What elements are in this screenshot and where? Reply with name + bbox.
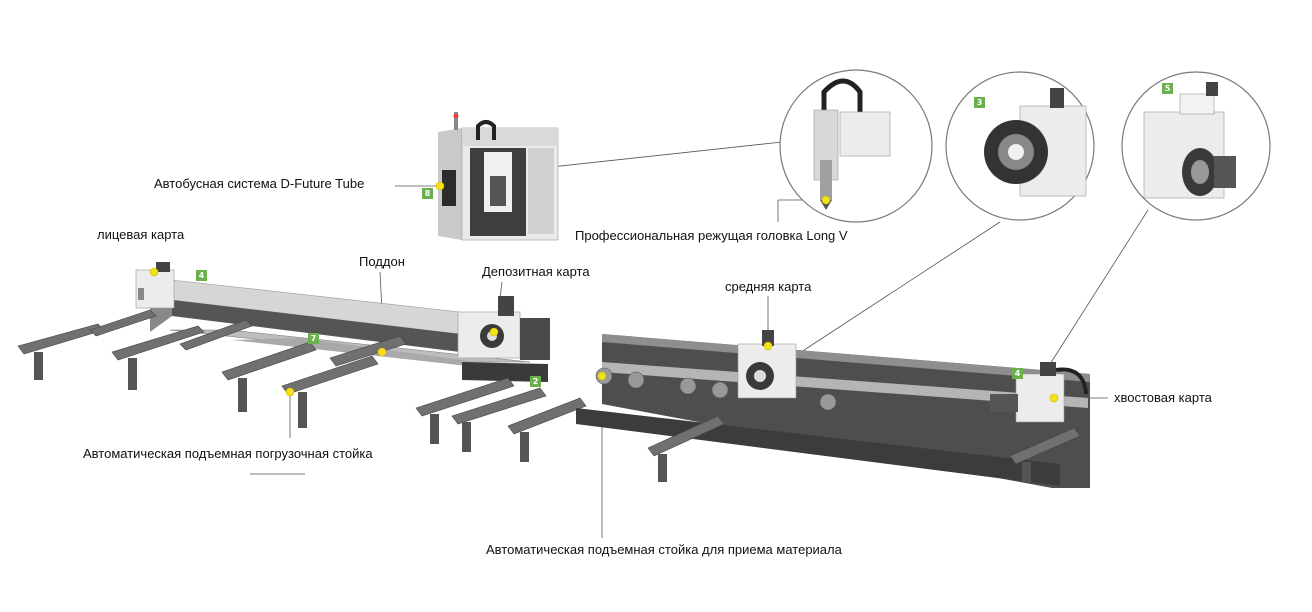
label-bus-system: Автобусная система D-Future Tube bbox=[154, 176, 365, 191]
detail-cutting-head bbox=[779, 69, 933, 223]
receiving-section bbox=[576, 330, 1090, 488]
badge-4-front: 4 bbox=[196, 270, 207, 281]
label-pallet: Поддон bbox=[359, 254, 405, 269]
label-receiving-rack: Автоматическая подъемная стойка для прие… bbox=[486, 542, 842, 557]
detail-middle-chuck bbox=[945, 71, 1095, 221]
badge-3: 3 bbox=[974, 97, 985, 108]
loading-section bbox=[17, 262, 587, 462]
badge-2: 2 bbox=[530, 376, 541, 387]
label-deposit-chuck: Депозитная карта bbox=[482, 264, 590, 279]
badge-4-tail: 4 bbox=[1012, 368, 1023, 379]
badge-7: 7 bbox=[308, 333, 319, 344]
markers bbox=[149, 181, 1059, 403]
badge-5: 5 bbox=[1162, 83, 1173, 94]
label-middle-chuck: средняя карта bbox=[725, 279, 812, 294]
label-tail-chuck: хвостовая карта bbox=[1114, 390, 1212, 405]
label-loading-rack: Автоматическая подъемная погрузочная сто… bbox=[83, 446, 373, 461]
label-front-chuck: лицевая карта bbox=[97, 227, 185, 242]
label-cutting-head: Профессиональная режущая головка Long V bbox=[575, 228, 848, 243]
detail-tail-chuck bbox=[1121, 71, 1271, 221]
bus-system-cabinet bbox=[438, 112, 559, 241]
badge-8: 8 bbox=[422, 188, 433, 199]
